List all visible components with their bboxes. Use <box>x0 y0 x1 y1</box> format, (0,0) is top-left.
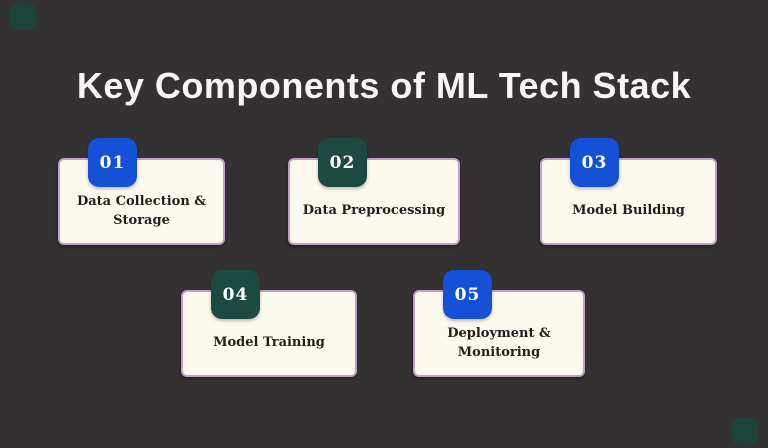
step-badge-02: 02 <box>318 138 367 187</box>
step-badge-01: 01 <box>88 138 137 187</box>
step-number: 01 <box>99 152 126 173</box>
card-model-training: 04 Model Training <box>181 270 357 377</box>
corner-accent-top-left <box>10 4 36 30</box>
step-number: 02 <box>329 152 356 173</box>
card-label: Deployment & Monitoring <box>447 325 551 360</box>
card-label: Model Training <box>213 335 325 351</box>
step-badge-04: 04 <box>211 270 260 319</box>
step-badge-05: 05 <box>443 270 492 319</box>
card-label: Data Preprocessing <box>302 203 446 219</box>
card-model-building: 03 Model Building <box>540 138 717 245</box>
step-badge-03: 03 <box>570 138 619 187</box>
step-number: 04 <box>222 284 249 305</box>
step-number: 03 <box>581 152 608 173</box>
corner-accent-bottom-right <box>732 418 758 444</box>
card-data-collection-storage: 01 Data Collection & Storage <box>58 138 225 245</box>
card-data-preprocessing: 02 Data Preprocessing <box>288 138 460 245</box>
card-label: Data Collection & Storage <box>76 193 207 228</box>
step-number: 05 <box>454 284 481 305</box>
card-deployment-monitoring: 05 Deployment & Monitoring <box>413 270 585 377</box>
card-label: Model Building <box>572 203 685 219</box>
page-title: Key Components of ML Tech Stack <box>76 65 692 107</box>
